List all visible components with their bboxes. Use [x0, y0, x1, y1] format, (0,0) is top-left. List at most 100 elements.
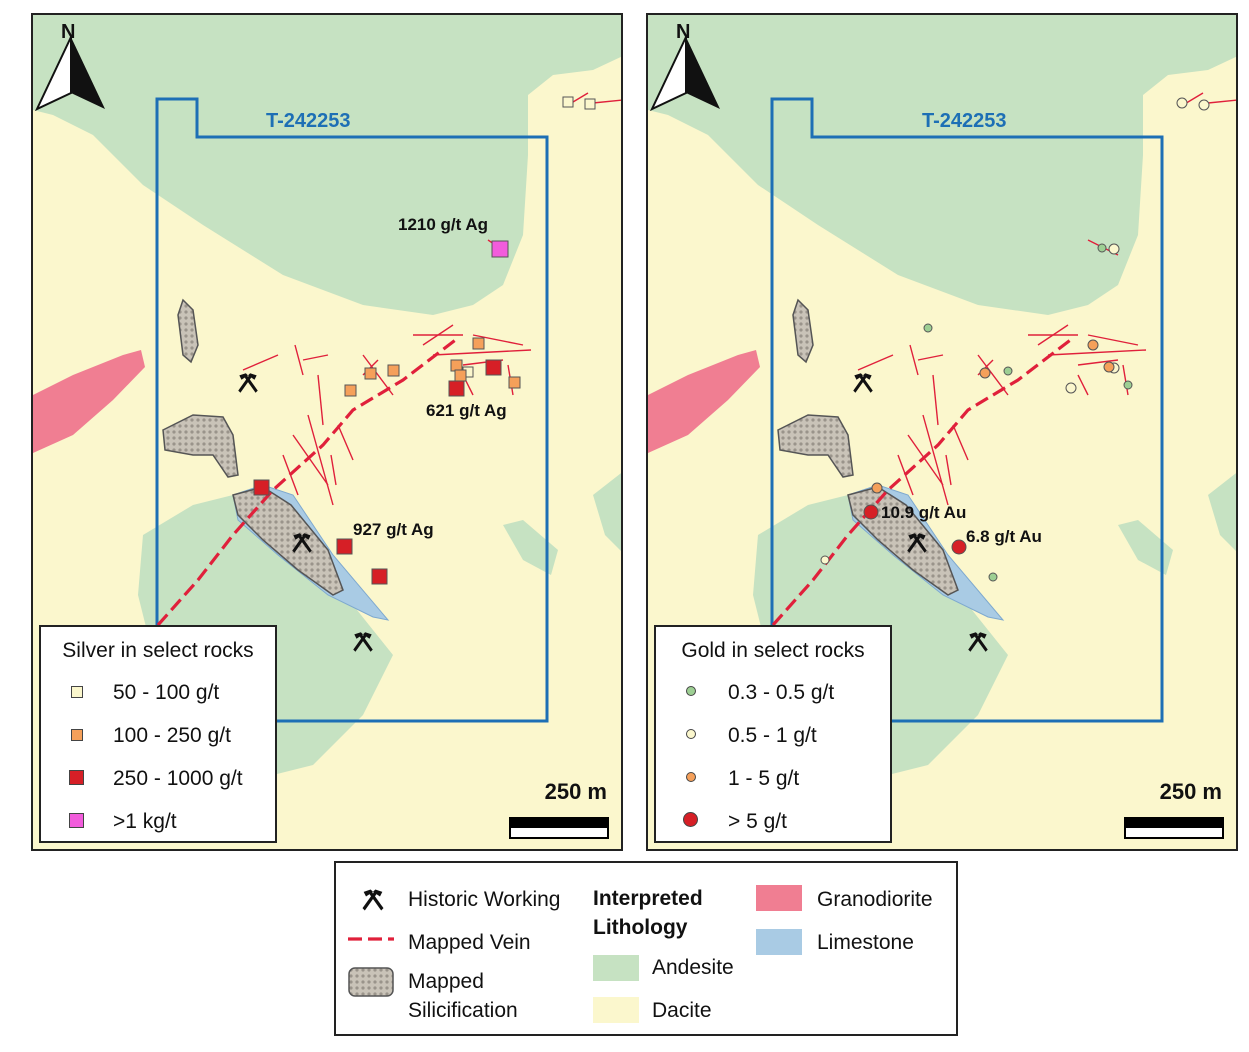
andesite-swatch: [593, 955, 639, 981]
sample-0.5-1: [820, 555, 830, 565]
sample-0.5-1: [1198, 99, 1210, 111]
annotation-10.9: 10.9 g/t Au: [881, 503, 967, 522]
sample-0.5-1: [1065, 382, 1077, 394]
sample-100-250: [344, 384, 357, 397]
legend-andesite: Andesite: [652, 956, 734, 979]
limestone-swatch: [756, 929, 802, 955]
north-arrow-icon: [649, 36, 720, 112]
gold-legend-label: 1 - 5 g/t: [728, 767, 800, 790]
historic-working-icon: [362, 889, 384, 911]
gold-legend-label: 0.3 - 0.5 g/t: [728, 681, 835, 704]
andesite-north-unit: [33, 15, 621, 315]
historic-working-icon: [238, 373, 258, 393]
sample-100-250: [387, 364, 400, 377]
gold-legend-label: > 5 g/t: [728, 810, 787, 833]
sample-over-5: [951, 539, 967, 555]
scale-bar-graphic: [509, 817, 609, 839]
silver-legend-title: Silver in select rocks: [62, 639, 254, 662]
legend-limestone: Limestone: [817, 931, 914, 954]
legend-dacite: Dacite: [652, 999, 712, 1022]
mapped-vein: [156, 336, 459, 627]
silver-sample-points: [253, 96, 596, 585]
silver-legend-label: >1 kg/t: [113, 810, 177, 833]
silver-legend-row: 100 - 250 g/t: [41, 722, 275, 752]
swatch-250-1000: [69, 770, 84, 785]
granodiorite-swatch: [756, 885, 802, 911]
silver-legend-label: 100 - 250 g/t: [113, 724, 231, 747]
gold-legend: Gold in select rocks 0.3 - 0.5 g/t 0.5 -…: [654, 625, 892, 843]
claim-label: T-242253: [922, 110, 1007, 132]
sample-250-1000: [253, 479, 270, 496]
gold-legend-row: > 5 g/t: [656, 808, 890, 838]
andesite-east-unit: [593, 473, 621, 551]
swatch-over-5: [683, 812, 698, 827]
swatch-0.3-0.5: [686, 686, 696, 696]
scale-bar: 250 m: [509, 779, 609, 839]
sample-1-5: [1103, 361, 1115, 373]
gold-legend-label: 0.5 - 1 g/t: [728, 724, 817, 747]
sample-100-250: [454, 369, 467, 382]
sample-0.3-0.5: [1097, 243, 1107, 253]
andesite-east-sliver: [1118, 520, 1173, 575]
silver-legend-row: 50 - 100 g/t: [41, 679, 275, 709]
silicification-middle: [162, 414, 239, 478]
silver-legend: Silver in select rocks 50 - 100 g/t 100 …: [39, 625, 277, 843]
scale-bar-label: 250 m: [1159, 779, 1222, 804]
swatch-over-1kg: [69, 813, 84, 828]
sample-0.3-0.5: [1123, 380, 1133, 390]
scale-bar: 250 m: [1124, 779, 1224, 839]
silicification-swatch: [348, 967, 394, 997]
sample-over-5: [863, 504, 879, 520]
lithology-heading-line2: Lithology: [593, 916, 688, 939]
sample-250-1000: [448, 380, 465, 397]
legend-granodiorite: Granodiorite: [817, 888, 933, 911]
mapped-vein: [771, 336, 1074, 627]
sample-1-5: [871, 482, 883, 494]
north-label: N: [61, 21, 76, 43]
sample-50-100: [562, 96, 574, 108]
silver-legend-label: 50 - 100 g/t: [113, 681, 220, 704]
granodiorite-unit: [33, 350, 145, 453]
sample-0.3-0.5: [988, 572, 998, 582]
annotation-621: 621 g/t Ag: [426, 401, 507, 420]
sample-250-1000: [371, 568, 388, 585]
veinlets: [857, 92, 1236, 506]
sample-50-100: [584, 98, 596, 110]
lithology-heading-line1: Interpreted: [593, 887, 703, 910]
legend-historic-working: Historic Working: [408, 888, 561, 911]
sample-1-5: [979, 367, 991, 379]
gold-map-panel: N T-242253 10.9 g/t Au 6.8 g/t Au Gold i…: [646, 13, 1238, 851]
sample-100-250: [472, 337, 485, 350]
north-arrow-icon: [34, 36, 105, 112]
gold-legend-row: 0.3 - 0.5 g/t: [656, 679, 890, 709]
sample-250-1000: [336, 538, 353, 555]
sample-0.3-0.5: [1003, 366, 1013, 376]
silver-legend-row: >1 kg/t: [41, 808, 275, 838]
silicification-middle: [777, 414, 854, 478]
sample-0.5-1: [1176, 97, 1188, 109]
dacite-swatch: [593, 997, 639, 1023]
north-label: N: [676, 21, 691, 43]
sample-0.3-0.5: [923, 323, 933, 333]
historic-working-icon: [853, 373, 873, 393]
annotation-6.8: 6.8 g/t Au: [966, 527, 1042, 546]
sample-250-1000: [485, 359, 502, 376]
gold-legend-row: 1 - 5 g/t: [656, 765, 890, 795]
silicification-north: [177, 298, 199, 364]
gold-legend-title: Gold in select rocks: [681, 639, 865, 662]
main-legend: Historic Working Mapped Vein Mapped Sili…: [334, 861, 958, 1036]
annotation-1210: 1210 g/t Ag: [398, 215, 489, 234]
north-label-wrap: N: [57, 21, 87, 45]
sample-0.5-1: [1108, 243, 1120, 255]
scale-bar-label: 250 m: [544, 779, 607, 804]
silver-legend-label: 250 - 1000 g/t: [113, 767, 243, 790]
silicification-north: [792, 298, 814, 364]
sample-over-1kg: [491, 240, 509, 258]
legend-mapped-vein: Mapped Vein: [408, 931, 531, 954]
scale-bar-graphic: [1124, 817, 1224, 839]
sample-100-250: [364, 367, 377, 380]
gold-sample-points: [820, 97, 1210, 582]
silicification-south: [232, 486, 344, 596]
swatch-50-100: [71, 686, 83, 698]
gold-legend-row: 0.5 - 1 g/t: [656, 722, 890, 752]
